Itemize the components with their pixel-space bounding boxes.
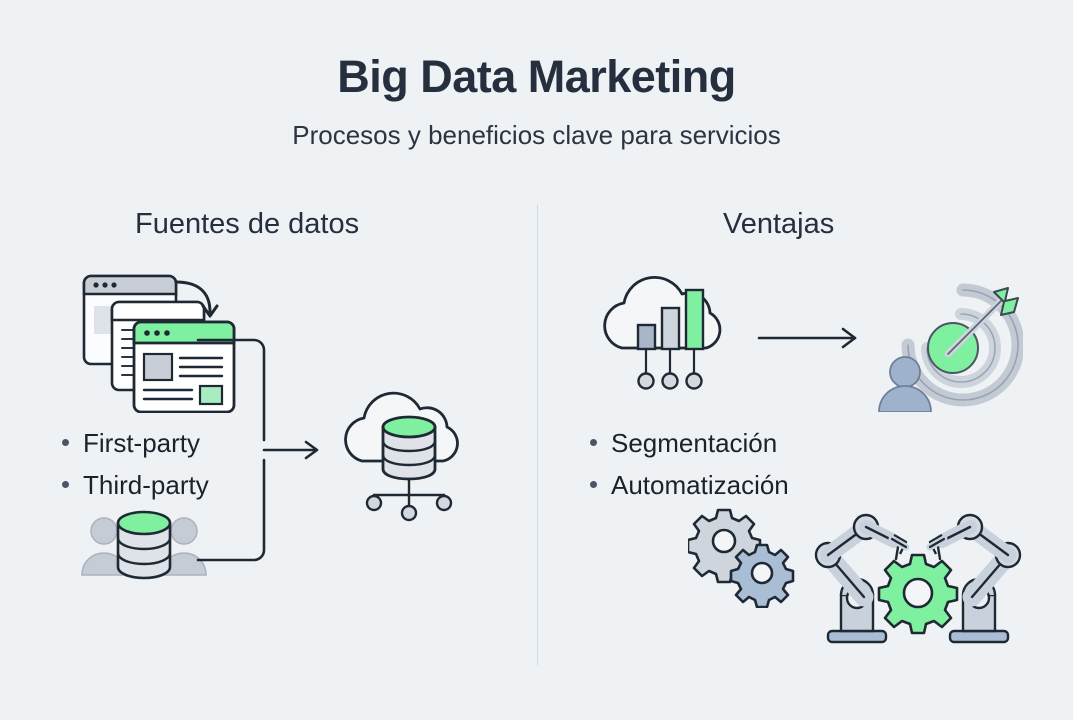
right-arrow-icon [757, 325, 867, 356]
target-arrow-person-icon [868, 272, 1025, 417]
bullet-dot-icon [62, 481, 69, 489]
bullet-dot-icon [590, 439, 597, 446]
bullet-dot-icon [590, 481, 597, 489]
list-item: First-party [62, 422, 209, 464]
stacked-browser-windows-icon [72, 268, 272, 418]
list-item: Third-party [62, 464, 209, 506]
data-sources-list: First-party Third-party [62, 422, 209, 506]
robot-arms-gear-icon [808, 503, 1028, 653]
column-divider [537, 205, 538, 665]
advantages-list: Segmentación Automatización [590, 422, 789, 506]
list-item-label: Third-party [83, 470, 209, 501]
list-item: Segmentación [590, 422, 789, 464]
list-item: Automatización [590, 464, 789, 506]
left-column-heading: Fuentes de datos [135, 208, 360, 240]
cloud-bar-chart-icon [592, 268, 747, 408]
list-item-label: Automatización [611, 470, 789, 501]
right-column-heading: Ventajas [723, 208, 835, 240]
page-title: Big Data Marketing [337, 51, 736, 102]
list-item-label: First-party [83, 428, 200, 458]
list-item-label: Segmentación [611, 428, 778, 458]
two-gears-icon [686, 508, 798, 613]
page-subtitle: Procesos y beneficios clave para servici… [292, 120, 781, 150]
people-database-icon [78, 505, 210, 588]
cloud-database-icon [334, 383, 484, 528]
bracket-connector-arrow [196, 330, 331, 575]
bullet-dot-icon [62, 439, 69, 446]
